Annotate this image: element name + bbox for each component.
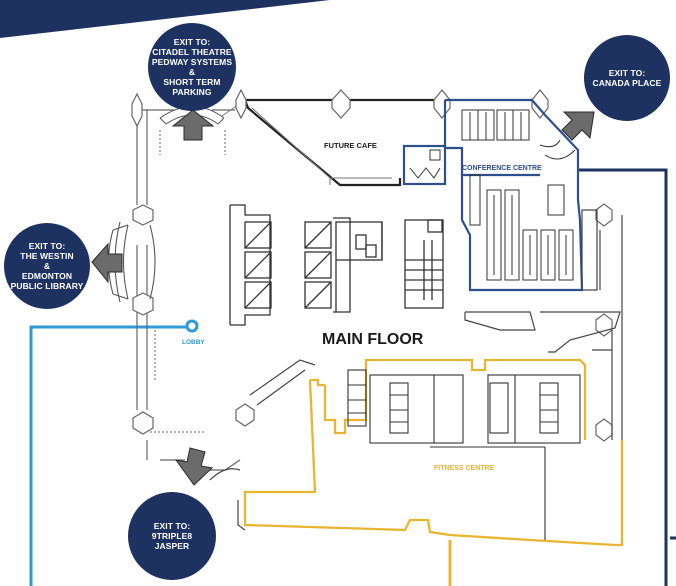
exit-circle-jasper: EXIT TO: 9TRIPLE8 JASPER (128, 492, 216, 580)
exit-citadel-line-3: PEDWAY SYSTEMS (151, 57, 233, 67)
exit-arrow-citadel (171, 109, 215, 141)
column (531, 89, 549, 119)
exit-circle-westin: EXIT TO: THE WESTIN & EDMONTON PUBLIC LI… (4, 223, 90, 309)
fitness-centre-label: FITNESS CENTRE (434, 465, 495, 472)
exit-circle-canada-place: EXIT TO: CANADA PLACE (584, 35, 670, 121)
exit-arrow-westin (91, 242, 123, 284)
column (235, 88, 247, 120)
column (132, 292, 154, 316)
exit-citadel-line-1: EXIT TO: (173, 37, 211, 47)
column (595, 203, 613, 227)
column (331, 89, 351, 119)
exit-citadel-line-4: & (188, 67, 196, 77)
exit-arrow-jasper (174, 447, 214, 486)
column (132, 204, 154, 226)
exit-jasper-line-2: 9TRIPLE8 (151, 531, 193, 541)
header-banner (0, 0, 330, 38)
conference-centre-label: CONFERENCE CENTRE (462, 165, 542, 172)
lobby-label: LOBBY (182, 339, 205, 346)
exit-canada-line-1: EXIT TO: (608, 68, 646, 78)
exit-westin-line-3: & (43, 261, 51, 271)
route-line-canada-place (578, 168, 668, 586)
exit-citadel-line-2: CITADEL THEATRE (152, 47, 232, 57)
exit-circle-citadel: EXIT TO: CITADEL THEATRE PEDWAY SYSTEMS … (148, 23, 236, 111)
exit-arrow-canada-place (561, 111, 595, 141)
column (433, 89, 451, 119)
lobby-marker (185, 319, 199, 333)
column (595, 418, 613, 442)
main-floor-label: MAIN FLOOR (322, 331, 424, 348)
column (235, 403, 255, 427)
exit-westin-line-5: PUBLIC LIBRARY (10, 281, 84, 291)
column (131, 92, 143, 128)
exit-citadel-line-6: PARKING (172, 87, 212, 97)
exit-canada-line-2: CANADA PLACE (592, 78, 662, 88)
conference-centre-area (402, 98, 584, 292)
exit-jasper-line-1: EXIT TO: (153, 521, 191, 531)
future-cafe-label: FUTURE CAFE (324, 141, 377, 150)
exit-citadel-line-5: SHORT TERM (163, 77, 221, 87)
fitness-centre-area (243, 358, 624, 547)
exit-westin-line-1: EXIT TO: (28, 241, 66, 251)
exit-westin-line-4: EDMONTON (21, 271, 73, 281)
exit-jasper-line-3: JASPER (154, 541, 190, 551)
exit-westin-line-2: THE WESTIN (20, 251, 74, 261)
column (132, 411, 154, 435)
